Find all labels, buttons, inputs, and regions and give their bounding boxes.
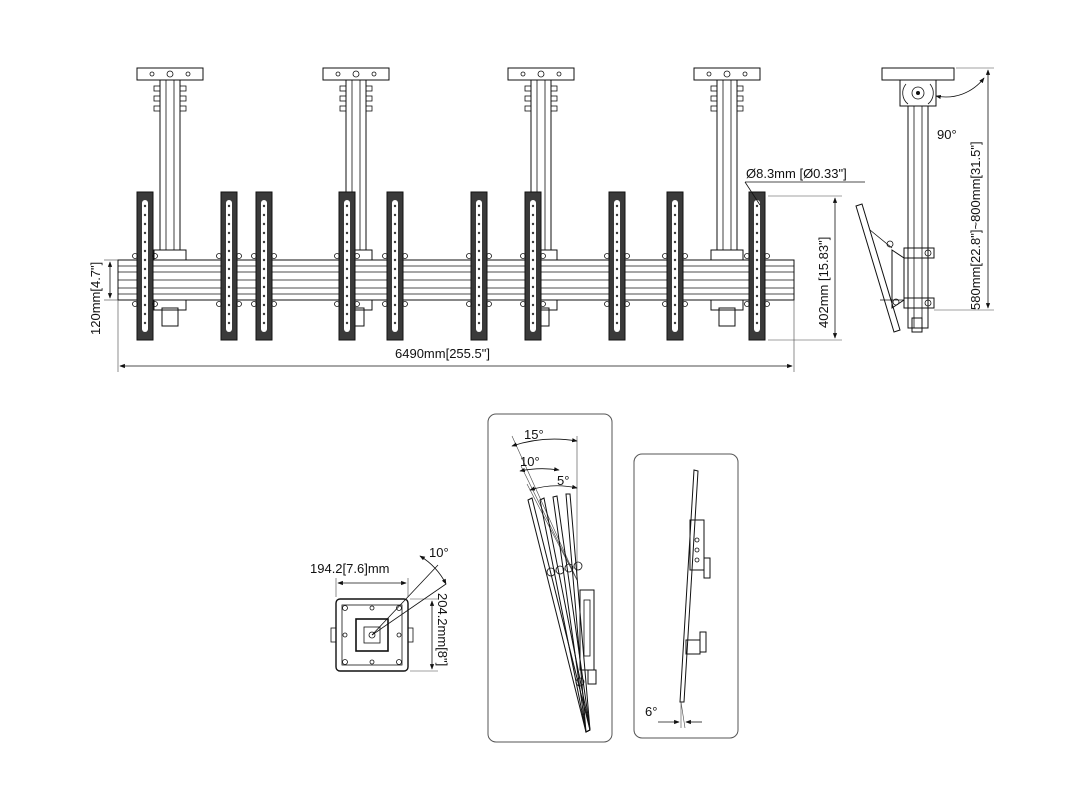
rotation-label: 90° [937, 127, 957, 142]
vertical-upright [251, 191, 277, 341]
horizontal-rail [117, 259, 795, 301]
vertical-upright [662, 191, 688, 341]
fine-tilt-angle: 6° [645, 704, 657, 719]
tilt-angle-15: 15° [524, 427, 544, 442]
width-label: 6490mm[255.5"] [395, 346, 490, 361]
rail-height-label: 120mm[4.7"] [88, 262, 103, 335]
vertical-dimension: 402mm [15.83"] [768, 195, 842, 341]
rail-height-dimension: 120mm[4.7"] [88, 259, 118, 335]
vertical-label: 402mm [15.83"] [816, 237, 831, 328]
vertical-upright [132, 191, 158, 341]
tilted-screens [527, 493, 591, 733]
tilt-detail-panel: 15° 10° 5° [487, 413, 613, 743]
side-view: 90° 580mm[22.8"]~800mm[31.5"] [855, 67, 994, 333]
hole-callout: Ø8.3mm [Ø0.33"] [744, 166, 865, 206]
vertical-upright [334, 191, 360, 341]
ceiling-mount [693, 67, 761, 327]
plate-width-label: 194.2[7.6]mm [310, 561, 390, 576]
vertical-upright [216, 191, 242, 341]
vertical-upright [382, 191, 408, 341]
vertical-upright [466, 191, 492, 341]
width-dimension: 6490mm[255.5"] [117, 300, 795, 372]
vertical-upright [604, 191, 630, 341]
fine-tilt-detail-panel: 6° [633, 453, 739, 739]
tilt-angle-10: 10° [520, 454, 540, 469]
hole-label: Ø8.3mm [Ø0.33"] [746, 166, 847, 181]
ceiling-mount [136, 67, 204, 327]
vertical-uprights [132, 191, 770, 341]
vertical-upright [744, 191, 770, 341]
plate-height-label: 204.2mm[8"] [435, 593, 450, 666]
plate-angle-label: 10° [429, 545, 449, 560]
base-plate-view: 194.2[7.6]mm 204.2mm[8"] 10° [310, 545, 450, 672]
vertical-upright [520, 191, 546, 341]
front-view: 6490mm[255.5"] 120mm[4.7"] Ø8.3mm [Ø0.33… [88, 67, 865, 372]
height-label: 580mm[22.8"]~800mm[31.5"] [968, 141, 983, 310]
tilt-angle-5: 5° [557, 473, 569, 488]
